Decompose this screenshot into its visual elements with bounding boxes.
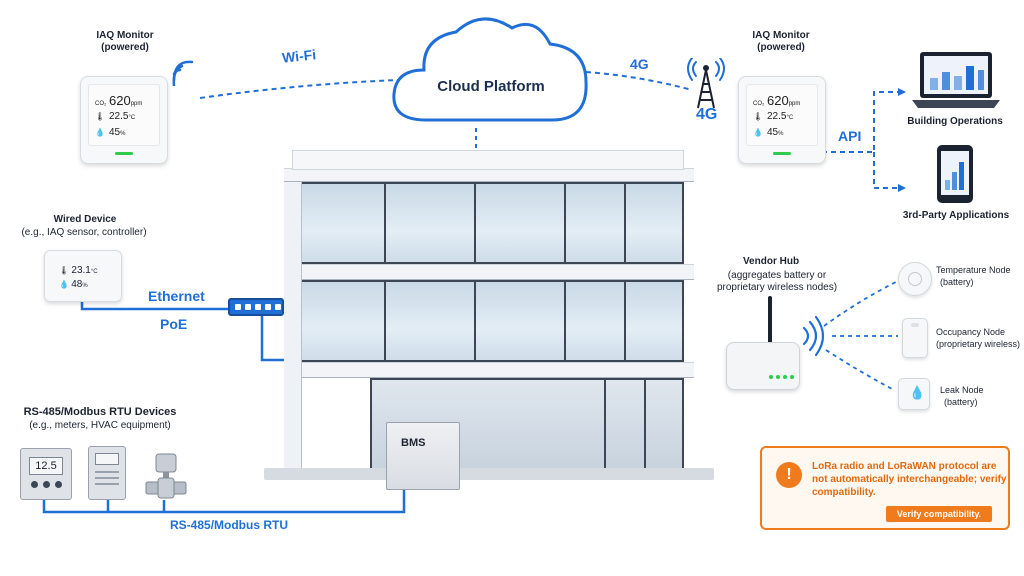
bms-label: BMS (401, 437, 426, 449)
humidity-icon: 💧 (59, 280, 72, 289)
status-led (773, 152, 791, 155)
thermometer-icon: 🌡 (753, 112, 764, 121)
rs485-devices-title: RS-485/Modbus RTU Devices (23, 406, 177, 418)
co2-value: 620 (767, 93, 789, 108)
wired-device: 🌡 23.1°C 💧 48% (44, 250, 122, 302)
humidity-value: 45 (109, 127, 121, 138)
laptop-icon (912, 52, 1000, 108)
wired-humidity-value: 48 (71, 279, 83, 290)
cloud-platform-label: Cloud Platform (437, 78, 545, 95)
temp-value: 22.5 (109, 111, 129, 122)
temperature-node (898, 262, 932, 296)
cell-tower-icon (687, 58, 725, 109)
ethernet-label: Ethernet (148, 288, 205, 304)
temp-unit: °C (128, 115, 136, 121)
meter-reading: 12.5 (29, 457, 63, 475)
water-drop-icon: 💧 (909, 385, 926, 400)
network-switch (228, 298, 284, 316)
humidity-value: 45 (767, 127, 779, 138)
valve-actuator-icon (145, 453, 187, 499)
co2-label: CO₂ (95, 101, 107, 107)
hub-nodes-lines (823, 281, 898, 391)
thermometer-icon: 🌡 (95, 112, 106, 121)
rs485-label: RS-485/Modbus RTU (170, 518, 289, 532)
wifi-signal-icon (172, 60, 194, 86)
iaq-right-title: IAQ Monitor (752, 30, 810, 41)
compatibility-warning: ! LoRa radio and LoRaWAN protocol are no… (760, 446, 1010, 530)
warning-icon: ! (776, 462, 802, 488)
rs485-bus-line (42, 490, 406, 514)
rs485-devices-subtitle: (e.g., meters, HVAC equipment) (29, 420, 171, 431)
leak-node-name: Leak Node (940, 385, 984, 395)
tablet-icon (937, 145, 973, 203)
wifi-link-line (199, 79, 399, 99)
temperature-node-power: (battery) (940, 277, 974, 287)
cell-link-line (585, 71, 693, 91)
temp-value: 22.5 (767, 111, 787, 122)
vendor-hub-line1: (aggregates battery or (727, 270, 827, 281)
temp-unit: °C (786, 115, 794, 121)
hub-wireless-icon (802, 316, 825, 356)
leak-node: 💧 (898, 378, 930, 410)
third-party-apps-label: 3rd-Party Applications (902, 210, 1010, 221)
temperature-node-name: Temperature Node (936, 265, 1011, 275)
status-led (115, 152, 133, 155)
humidity-icon: 💧 (95, 128, 105, 137)
thermometer-icon: 🌡 (59, 266, 72, 275)
humidity-icon: 💧 (753, 128, 763, 137)
cell-4g-label: 4G (630, 56, 649, 72)
occupancy-node (902, 318, 928, 358)
hvac-controller (88, 446, 126, 500)
occupancy-node-name: Occupancy Node (936, 327, 1006, 337)
iaq-left-title: IAQ Monitor (96, 30, 154, 41)
co2-unit: ppm (130, 101, 143, 107)
vendor-hub (726, 342, 800, 390)
poe-label: PoE (160, 316, 188, 332)
iaq-right-subtitle: (powered) (757, 42, 805, 53)
cloud-icon (392, 17, 588, 122)
wired-device-title: Wired Device (53, 214, 117, 225)
hub-antenna-icon (768, 296, 772, 344)
vendor-hub-line2: proprietary wireless nodes) (716, 282, 838, 293)
warning-message: LoRa radio and LoRaWAN protocol are not … (812, 461, 1007, 498)
tower-4g-label: 4G (696, 106, 718, 123)
building (264, 150, 714, 480)
verify-compatibility-button[interactable]: Verify compatibility. (886, 506, 992, 522)
humidity-unit: % (120, 131, 126, 137)
wired-temp-value: 23.1 (71, 265, 91, 276)
wired-temp-unit: °C (90, 269, 98, 275)
co2-label: CO₂ (753, 101, 765, 107)
iaq-left-subtitle: (powered) (101, 42, 149, 53)
api-link-line (822, 91, 898, 189)
leak-node-power: (battery) (944, 397, 978, 407)
occupancy-node-power: (proprietary wireless) (936, 339, 1021, 349)
wired-device-subtitle: (e.g., IAQ sensor, controller) (21, 227, 147, 238)
co2-value: 620 (109, 93, 131, 108)
co2-unit: ppm (788, 101, 801, 107)
building-operations-label: Building Operations (907, 116, 1003, 127)
bms-cabinet: BMS (386, 422, 460, 490)
wired-humidity-unit: % (82, 283, 88, 289)
api-label: API (838, 128, 862, 144)
energy-meter: 12.5 (20, 448, 72, 500)
ethernet-line (80, 302, 228, 311)
vendor-hub-title: Vendor Hub (742, 256, 800, 267)
humidity-unit: % (778, 131, 784, 137)
